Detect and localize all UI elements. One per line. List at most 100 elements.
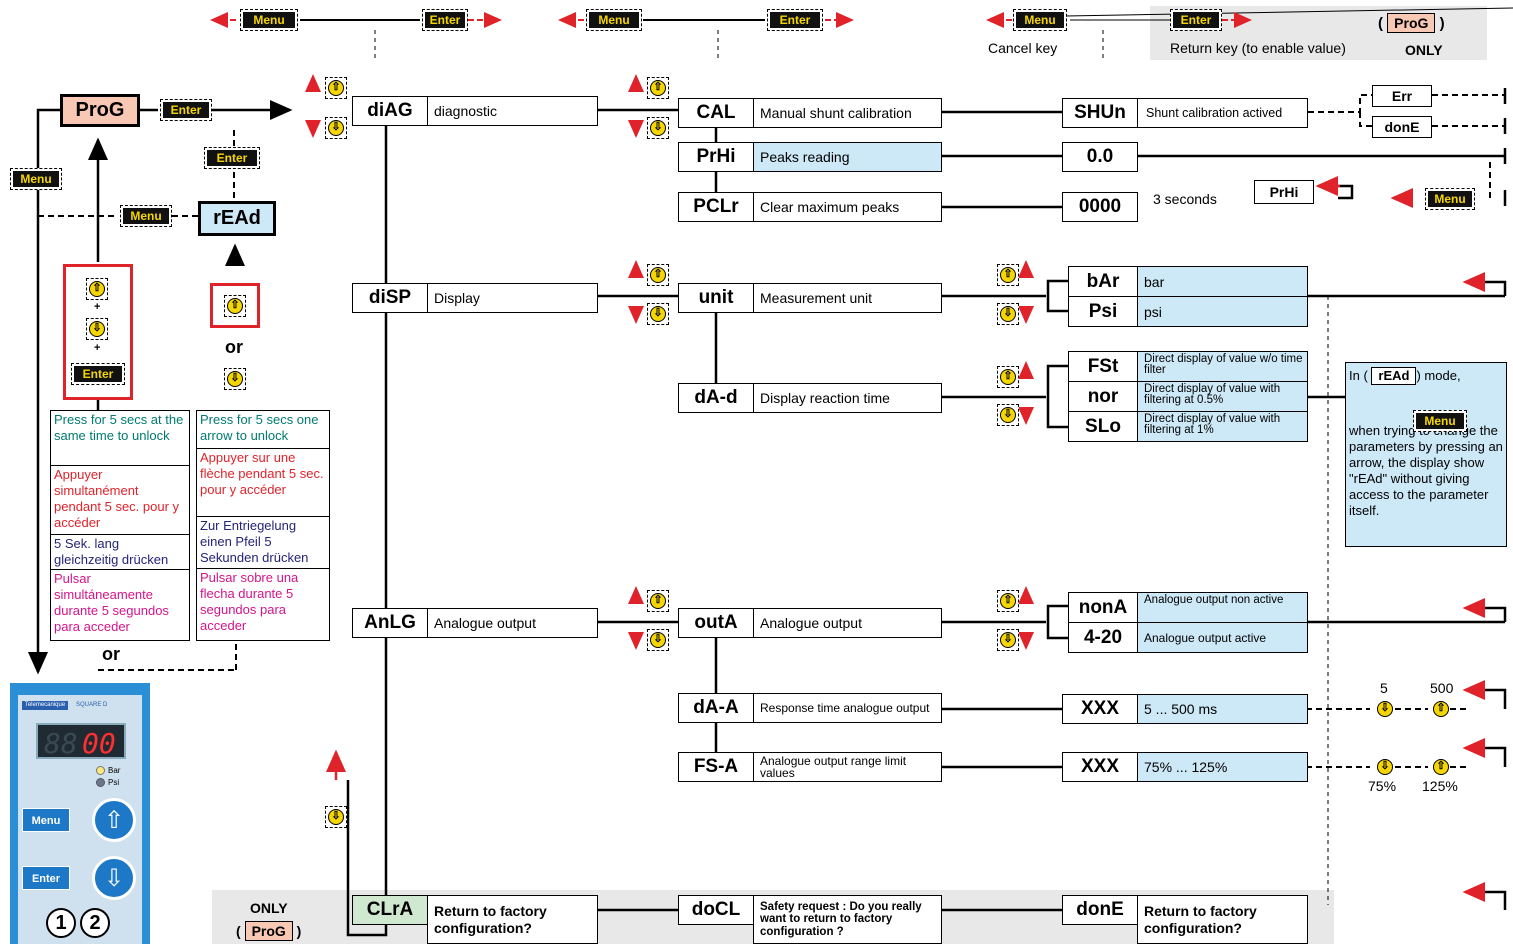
option-nona[interactable]: nonA xyxy=(1068,592,1138,623)
menu-anlg-code[interactable]: AnLG xyxy=(352,608,428,638)
read-badge: rEAd xyxy=(1371,367,1417,385)
or-label: or xyxy=(225,337,243,357)
value-shun-label: Shunt calibration actived xyxy=(1137,98,1308,128)
option-nona-label: Analogue output non active xyxy=(1137,592,1308,623)
menu-clra-code[interactable]: CLrA xyxy=(352,895,428,925)
device-faceplate: Telemecanique SQUARE D 88 00 Bar Psi Men… xyxy=(18,695,142,944)
unlock-note-en-2: Press for 5 secs one arrow to unlock xyxy=(196,410,330,449)
param-fsa-label: Analogue output range limit values xyxy=(753,752,942,782)
daa-max-label: 500 xyxy=(1430,680,1454,696)
unlock-note-fr-2: Appuyer sur une flèche pendant 5 sec. po… xyxy=(196,448,330,517)
param-dad-code[interactable]: dA-d xyxy=(678,383,754,413)
unlock-note-de-2: Zur Entriegelung einen Pfeil 5 Sekunden … xyxy=(196,516,330,569)
back-to-prhi: PrHi xyxy=(1254,180,1314,204)
enter-key-legend-2: Enter xyxy=(767,9,823,31)
option-psi[interactable]: Psi xyxy=(1068,296,1138,327)
brand-logo-2: SQUARE D xyxy=(76,702,108,708)
callout-1: 1 xyxy=(46,908,76,938)
param-pclr-label: Clear maximum peaks xyxy=(753,192,942,222)
unlock-key-read xyxy=(210,283,260,328)
unlock-note-de: 5 Sek. lang gleichzeitig drücken xyxy=(50,534,190,570)
param-outa-label: Analogue output xyxy=(753,608,942,638)
option-bar-label: bar xyxy=(1137,266,1308,297)
down-arrow-icon: ⇩ xyxy=(1374,756,1396,778)
value-prhi: 0.0 xyxy=(1062,142,1138,172)
enter-key-prog: Enter xyxy=(160,99,212,121)
value-daa-range: 5 ... 500 ms xyxy=(1137,694,1308,724)
unlock-note-es-2: Pulsar sobre una flecha durante 5 segund… xyxy=(196,568,330,641)
psi-led-label: Psi xyxy=(108,778,120,787)
option-psi-label: psi xyxy=(1137,296,1308,327)
menu-button[interactable]: Menu xyxy=(22,808,70,832)
enter-button[interactable]: Enter xyxy=(22,866,70,890)
read-mode-box[interactable]: rEAd xyxy=(198,201,276,236)
menu-key-read-note: Menu xyxy=(1413,410,1467,432)
down-arrow-icon: ⇩ xyxy=(647,117,669,139)
display-dim-digits: 88 xyxy=(44,727,78,760)
option-slo[interactable]: SLo xyxy=(1068,411,1138,442)
param-outa-code[interactable]: outA xyxy=(678,608,754,638)
cancel-key-label: Cancel key xyxy=(988,40,1058,56)
three-seconds-label: 3 seconds xyxy=(1153,191,1217,207)
up-arrow-icon: ⇧ xyxy=(647,264,669,286)
device-panel: Telemecanique SQUARE D 88 00 Bar Psi Men… xyxy=(10,683,150,944)
up-arrow-icon: ⇧ xyxy=(1430,756,1452,778)
menu-disp-code[interactable]: diSP xyxy=(352,283,428,313)
param-cal-code[interactable]: CAL xyxy=(678,98,754,128)
param-unit-code[interactable]: unit xyxy=(678,283,754,313)
option-bar[interactable]: bAr xyxy=(1068,266,1138,297)
callout-2: 2 xyxy=(80,908,110,938)
param-prhi-label: Peaks reading xyxy=(753,142,942,172)
unlock-note-es: Pulsar simultáneamente durante 5 segundo… xyxy=(50,569,190,641)
down-arrow-icon: ⇩ xyxy=(647,629,669,651)
brand-logo: Telemecanique xyxy=(22,701,68,710)
up-arrow-icon: ⇧ xyxy=(997,366,1019,388)
up-button[interactable]: ⇧ xyxy=(92,798,136,842)
enter-key-read: Enter xyxy=(204,147,260,169)
option-fst-label: Direct display of value w/o time filter xyxy=(1137,351,1308,382)
down-arrow-icon: ⇩ xyxy=(224,368,246,390)
option-slo-label: Direct display of value with filtering a… xyxy=(1137,411,1308,442)
menu-diag-label: diagnostic xyxy=(427,96,598,126)
param-pclr-code[interactable]: PCLr xyxy=(678,192,754,222)
up-arrow-icon: ⇧ xyxy=(997,264,1019,286)
cancel-key-icon: Menu xyxy=(1013,9,1067,31)
param-fsa-code[interactable]: FS-A xyxy=(678,752,754,782)
bar-led xyxy=(96,766,105,775)
only-label-bottom: ONLY xyxy=(250,900,288,916)
menu-key-read: Menu xyxy=(120,205,172,227)
enter-key-unlock: Enter xyxy=(71,363,125,385)
param-docl-label: Safety request : Do you really want to r… xyxy=(753,895,942,944)
param-dad-label: Display reaction time xyxy=(753,383,942,413)
return-key-icon: Enter xyxy=(1170,9,1222,31)
param-docl-code[interactable]: doCL xyxy=(678,895,754,925)
prog-only-legend: ( ProG ) xyxy=(1378,13,1445,33)
menu-clra-label: Return to factory configuration? xyxy=(427,895,598,944)
menu-diag-code[interactable]: diAG xyxy=(352,96,428,126)
param-prhi-code[interactable]: PrHi xyxy=(678,142,754,172)
value-fsa: XXX xyxy=(1062,752,1138,782)
down-button[interactable]: ⇩ xyxy=(92,856,136,900)
up-arrow-icon: ⇧ xyxy=(647,77,669,99)
seven-segment-display: 88 00 xyxy=(36,723,126,760)
prog-only-bottom: ( ProG ) xyxy=(236,921,302,941)
param-daa-code[interactable]: dA-A xyxy=(678,693,754,723)
up-arrow-icon: ⇧ xyxy=(647,590,669,612)
value-done: donE xyxy=(1062,895,1138,925)
value-done-label: Return to factory configuration? xyxy=(1137,895,1308,944)
prog-mode-box[interactable]: ProG xyxy=(60,94,140,127)
option-4-20-label: Analogue output active xyxy=(1137,622,1308,653)
param-cal-label: Manual shunt calibration xyxy=(753,98,942,128)
menu-disp-label: Display xyxy=(427,283,598,313)
option-fst[interactable]: FSt xyxy=(1068,351,1138,382)
value-shun: SHUn xyxy=(1062,98,1138,128)
fsa-min-label: 75% xyxy=(1368,778,1397,794)
menu-key-legend-2: Menu xyxy=(586,9,642,31)
down-arrow-icon: ⇩ xyxy=(647,303,669,325)
bar-led-label: Bar xyxy=(108,766,121,775)
display-value: 00 xyxy=(82,727,116,760)
option-nor[interactable]: nor xyxy=(1068,381,1138,412)
down-arrow-icon: ⇩ xyxy=(997,629,1019,651)
menu-key-left: Menu xyxy=(10,168,62,190)
option-4-20[interactable]: 4-20 xyxy=(1068,622,1138,653)
